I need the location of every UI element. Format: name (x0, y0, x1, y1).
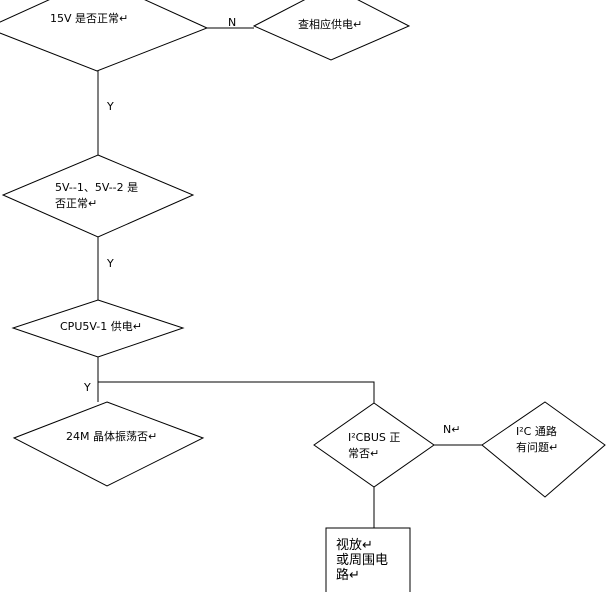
diamond-check-supply (252, 0, 411, 61)
connector-cpu-to-i2c-bus (98, 381, 375, 403)
node-check-supply: 查相应供电↵ (298, 18, 363, 31)
diamond-i2c-path (481, 401, 606, 498)
node-check-15v: 15V 是否正常↵ (50, 12, 129, 25)
edge-label-yes: Y (84, 381, 91, 394)
node-cpu-supply: CPU5V-1 供电↵ (60, 320, 142, 333)
diamond-crystal-24m (12, 401, 205, 487)
node-check-5v: 5V--1、5V--2 是 否正常↵ (55, 181, 139, 210)
edge-label-yes: Y (107, 257, 114, 270)
node-video-circuit: 视放↵ 或周围电 路↵ (336, 538, 389, 583)
edge-label-no: N↵ (443, 423, 461, 436)
edge-label-no: N (228, 16, 237, 29)
node-i2c-path: I²C 通路 有问题↵ (516, 425, 559, 454)
node-i2c-bus: I²CBUS 正 常否↵ (348, 431, 401, 460)
node-crystal-24m: 24M 晶体振荡否↵ (66, 430, 158, 443)
diamond-check-15v (0, 0, 209, 72)
edge-label-yes: Y (107, 100, 114, 113)
box-video-circuit (325, 527, 411, 592)
